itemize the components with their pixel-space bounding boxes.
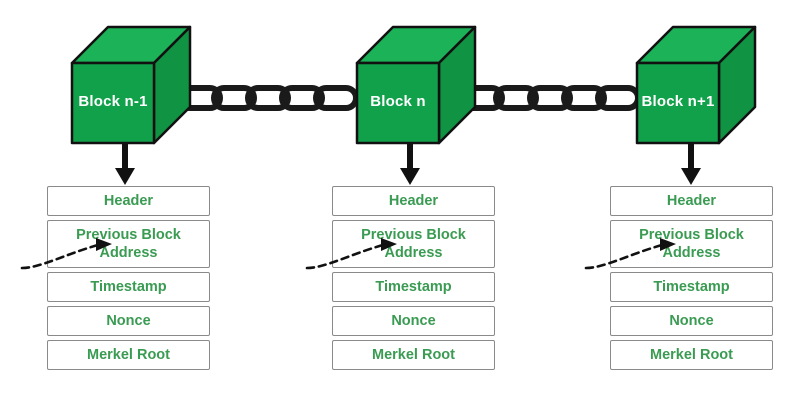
field-merkel-root: Merkel Root [610, 340, 773, 370]
field-column-block-n: Header Previous Block Address Timestamp … [332, 186, 495, 374]
field-timestamp: Timestamp [332, 272, 495, 302]
field-header: Header [610, 186, 773, 216]
field-merkel-root: Merkel Root [47, 340, 210, 370]
field-column-block-n-plus-1: Header Previous Block Address Timestamp … [610, 186, 773, 374]
field-previous-block-address: Previous Block Address [610, 220, 773, 268]
field-timestamp: Timestamp [47, 272, 210, 302]
field-nonce: Nonce [47, 306, 210, 336]
field-previous-block-address: Previous Block Address [332, 220, 495, 268]
down-arrow-block-n [399, 142, 421, 186]
field-previous-block-address: Previous Block Address [47, 220, 210, 268]
down-arrow-block-n-1 [114, 142, 136, 186]
field-nonce: Nonce [332, 306, 495, 336]
field-header: Header [47, 186, 210, 216]
field-nonce: Nonce [610, 306, 773, 336]
field-header: Header [332, 186, 495, 216]
down-arrow-block-n-plus-1 [680, 142, 702, 186]
dashed-arrow-block-n-plus-1 [582, 228, 687, 272]
cube-block-n-plus-1: Block n+1 [635, 25, 757, 145]
dashed-arrow-block-n-1 [18, 228, 123, 272]
field-timestamp: Timestamp [610, 272, 773, 302]
field-column-block-n-1: Header Previous Block Address Timestamp … [47, 186, 210, 374]
field-merkel-root: Merkel Root [332, 340, 495, 370]
chain-connector-left [178, 80, 363, 116]
dashed-arrow-block-n [303, 228, 408, 272]
